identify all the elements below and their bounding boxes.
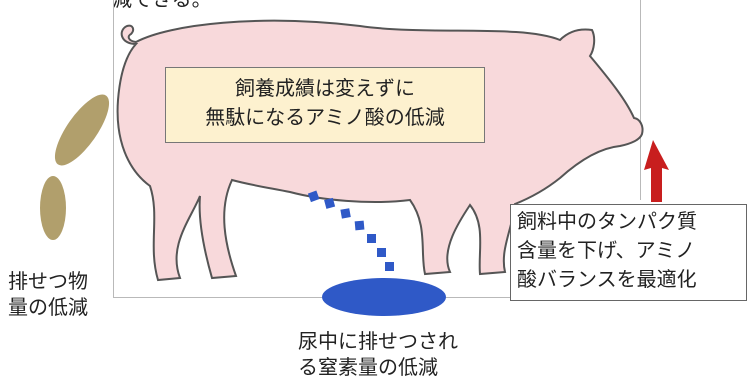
excreta-label: 排せつ物 量の低減 — [8, 268, 88, 320]
excreta-label-line1: 排せつ物 — [8, 269, 88, 293]
center-box-line2: 無駄になるアミノ酸の低減 — [205, 105, 445, 129]
feed-note-line3: 酸バランスを最適化 — [517, 267, 697, 291]
feces-icon — [40, 94, 110, 240]
urine-label-line1: 尿中に排せつされ — [298, 329, 458, 353]
center-message-box: 飼養成績は変えずに 無駄になるアミノ酸の低減 — [165, 67, 485, 143]
top-cut-text: 減できる。 — [112, 0, 212, 12]
frame-left-line — [113, 0, 114, 297]
center-box-line1: 飼養成績は変えずに — [235, 76, 415, 100]
feed-note-line1: 飼料中のタンパク質 — [517, 209, 697, 233]
excreta-label-line2: 量の低減 — [8, 295, 88, 319]
urine-label-line2: る窒素量の低減 — [298, 355, 438, 379]
red-arrow-icon — [644, 140, 669, 202]
urine-drops-icon — [307, 190, 394, 271]
urine-nitrogen-label: 尿中に排せつされ る窒素量の低減 — [298, 328, 458, 380]
frame-right-line — [640, 0, 641, 200]
feed-note-box: 飼料中のタンパク質 含量を下げ、アミノ 酸バランスを最適化 — [510, 204, 747, 301]
feed-note-line2: 含量を下げ、アミノ — [517, 238, 696, 262]
urine-puddle-icon — [322, 278, 446, 316]
